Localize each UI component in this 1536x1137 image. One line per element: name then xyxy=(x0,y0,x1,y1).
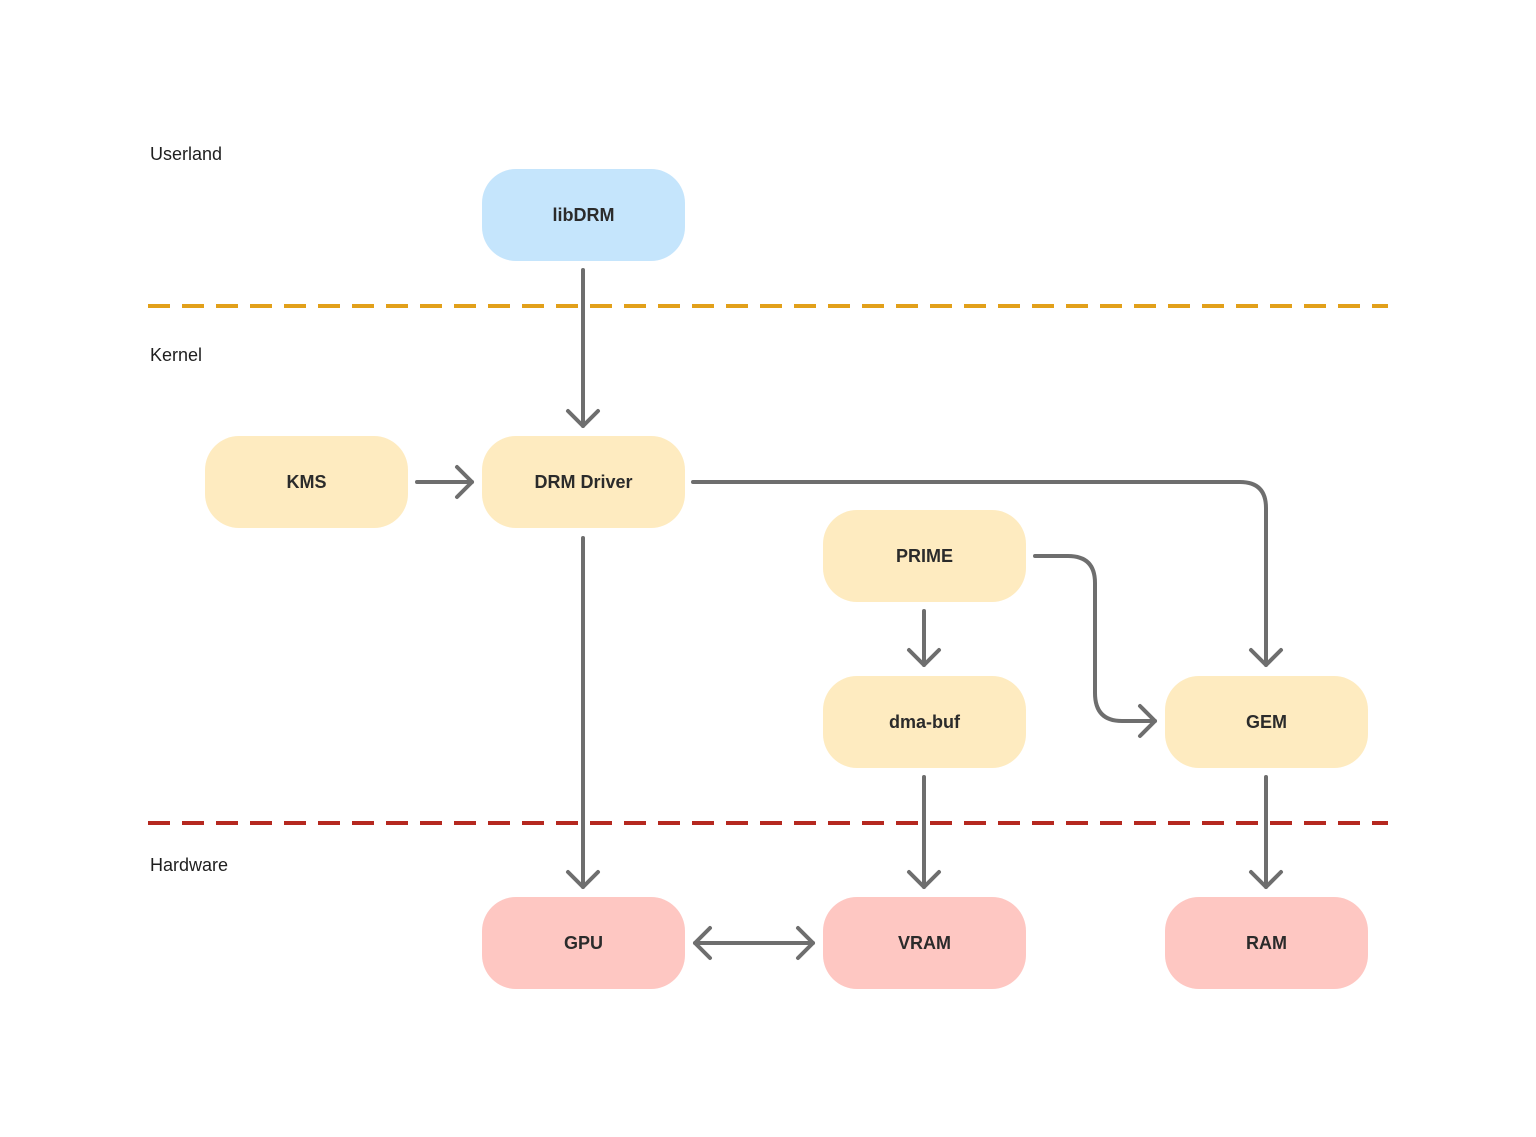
arrowhead-drm-driver-to-gem xyxy=(1249,648,1283,667)
arrowhead-gpu-side xyxy=(693,926,712,960)
node-prime[interactable]: PRIME xyxy=(823,510,1026,602)
layer-label-kernel: Kernel xyxy=(150,345,203,365)
node-gpu[interactable]: GPU xyxy=(482,897,685,989)
arrowhead-dma-buf-to-vram xyxy=(907,870,941,889)
node-ram[interactable]: RAM xyxy=(1165,897,1368,989)
node-vram[interactable]: VRAM xyxy=(823,897,1026,989)
arrowhead-gem-to-ram xyxy=(1249,870,1283,889)
arrowhead-vram-side xyxy=(796,926,815,960)
arrowhead-kms-to-drm-driver xyxy=(455,465,474,499)
layer-label-userland: Userland xyxy=(150,144,223,164)
node-gem[interactable]: GEM xyxy=(1165,676,1368,768)
edge-drm-driver-to-gem xyxy=(691,480,1268,667)
node-kms[interactable]: KMS xyxy=(205,436,408,528)
arrowhead-prime-to-gem xyxy=(1138,704,1157,738)
node-dma-buf[interactable]: dma-buf xyxy=(823,676,1026,768)
layer-label-hardware: Hardware xyxy=(150,855,229,875)
node-drm-driver[interactable]: DRM Driver xyxy=(482,436,685,528)
node-libdrm[interactable]: libDRM xyxy=(482,169,685,261)
edge-prime-to-gem xyxy=(1033,554,1157,723)
arrowhead-drm-driver-to-gpu xyxy=(566,870,600,889)
arrowhead-prime-to-dma-buf xyxy=(907,648,941,667)
arrowhead-libdrm-to-drm-driver xyxy=(566,409,600,428)
